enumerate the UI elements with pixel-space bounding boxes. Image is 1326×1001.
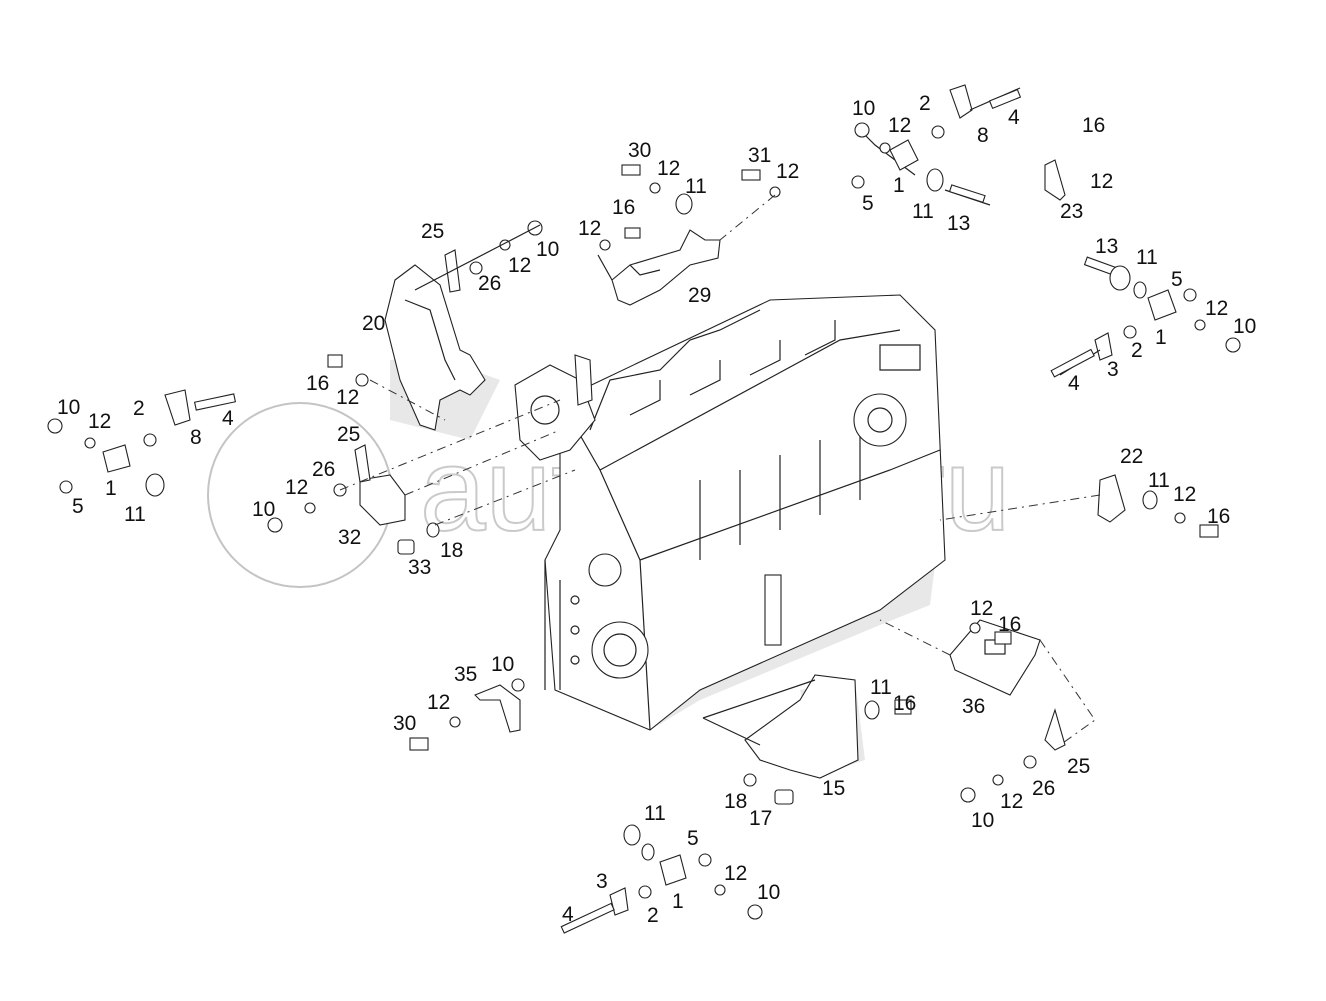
part-label: 25 xyxy=(421,220,444,243)
part-label: 12 xyxy=(508,254,531,277)
part-label: 16 xyxy=(306,372,329,395)
part-label: 12 xyxy=(724,862,747,885)
part-label: 10 xyxy=(971,809,994,832)
part-label: 1 xyxy=(1155,326,1167,349)
part-label: 11 xyxy=(870,676,892,699)
part-label: 16 xyxy=(1207,505,1230,528)
part-label: 30 xyxy=(393,712,416,735)
part-label: 12 xyxy=(88,410,111,433)
engine-block xyxy=(514,294,946,731)
part-label: 12 xyxy=(427,691,450,714)
part-label: 11 xyxy=(685,175,707,198)
bracket-15 xyxy=(702,674,865,779)
part-label: 8 xyxy=(977,124,989,147)
part-label: 10 xyxy=(252,498,275,521)
part-label: 4 xyxy=(562,903,574,926)
part-label: 12 xyxy=(1173,483,1196,506)
part-label: 22 xyxy=(1120,445,1143,468)
part-label: 25 xyxy=(337,423,360,446)
part-label: 12 xyxy=(1205,297,1228,320)
part-label: 12 xyxy=(657,157,680,180)
part-label: 26 xyxy=(1032,777,1055,800)
part-label: 4 xyxy=(1008,106,1020,129)
part-label: 8 xyxy=(190,426,202,449)
part-label: 31 xyxy=(748,144,771,167)
part-label: 20 xyxy=(362,312,385,335)
part-label: 36 xyxy=(962,695,985,718)
part-label: 11 xyxy=(912,200,934,223)
part-label: 26 xyxy=(312,458,335,481)
part-label: 1 xyxy=(893,174,905,197)
part-label: 12 xyxy=(336,386,359,409)
part-label: 10 xyxy=(536,238,559,261)
small-brackets xyxy=(354,159,1126,751)
part-label: 10 xyxy=(757,881,780,904)
part-label: 12 xyxy=(970,597,993,620)
part-label: 16 xyxy=(1082,114,1105,137)
part-label: 2 xyxy=(133,397,145,420)
bracket-29 xyxy=(611,229,721,306)
part-label: 13 xyxy=(947,212,970,235)
part-label: 25 xyxy=(1067,755,1090,778)
part-label: 33 xyxy=(408,556,431,579)
part-label: 10 xyxy=(1233,315,1256,338)
part-label: 10 xyxy=(852,97,875,120)
part-label: 4 xyxy=(1068,372,1080,395)
part-label: 26 xyxy=(478,272,501,295)
part-label: 5 xyxy=(72,495,84,518)
part-label: 16 xyxy=(893,692,916,715)
part-label: 5 xyxy=(687,827,699,850)
part-label: 12 xyxy=(1090,170,1113,193)
part-label: 15 xyxy=(822,777,845,800)
part-label: 17 xyxy=(749,807,772,830)
part-label: 10 xyxy=(57,396,80,419)
part-label: 23 xyxy=(1060,200,1083,223)
part-label: 2 xyxy=(1131,339,1143,362)
part-label: 11 xyxy=(1136,246,1158,269)
part-label: 16 xyxy=(998,613,1021,636)
part-label: 3 xyxy=(1107,358,1119,381)
part-label: 35 xyxy=(454,663,477,686)
part-label: 1 xyxy=(672,890,684,913)
part-label: 12 xyxy=(1000,790,1023,813)
part-label: 2 xyxy=(919,92,931,115)
part-label: 5 xyxy=(862,192,874,215)
bracket-36 xyxy=(949,619,1041,696)
part-label: 12 xyxy=(578,217,601,240)
part-labels: 10 12 2 8 4 16 12 5 1 11 13 23 30 12 11 … xyxy=(57,92,1256,927)
part-label: 16 xyxy=(612,196,635,219)
part-label: 13 xyxy=(1095,235,1118,258)
part-label: 12 xyxy=(888,114,911,137)
part-label: 11 xyxy=(644,802,666,825)
part-label: 12 xyxy=(285,476,308,499)
part-label: 32 xyxy=(338,526,361,549)
part-label: 29 xyxy=(688,284,711,307)
part-label: 18 xyxy=(440,539,463,562)
part-label: 30 xyxy=(628,139,651,162)
part-label: 12 xyxy=(776,160,799,183)
part-label: 4 xyxy=(222,407,234,430)
part-label: 10 xyxy=(491,653,514,676)
part-label: 1 xyxy=(105,477,117,500)
part-label: 18 xyxy=(724,790,747,813)
part-label: 2 xyxy=(647,904,659,927)
part-label: 3 xyxy=(596,870,608,893)
part-label: 11 xyxy=(1148,469,1170,492)
part-label: 11 xyxy=(124,503,146,526)
part-label: 5 xyxy=(1171,268,1183,291)
fasteners xyxy=(47,84,1241,934)
